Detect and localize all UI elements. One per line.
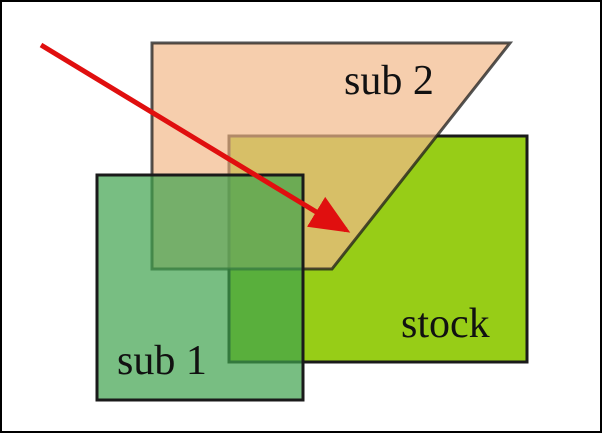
sub1-shape: [95, 173, 305, 402]
stock-label: stock: [401, 301, 490, 347]
arrow: [39, 42, 351, 233]
sub1-label: sub 1: [117, 338, 207, 384]
sub2-label: sub 2: [344, 58, 434, 104]
